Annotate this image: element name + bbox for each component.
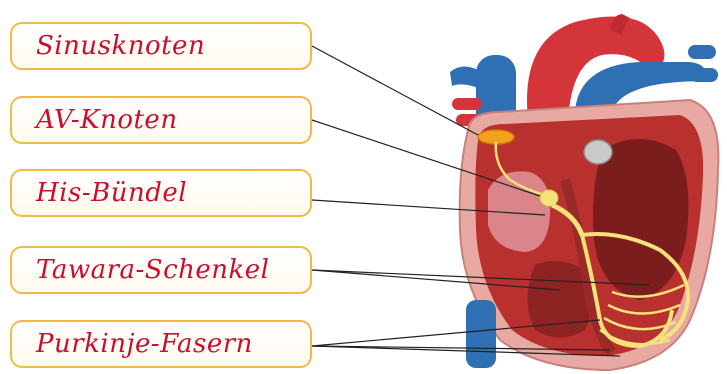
- label-av-knoten: AV-Knoten: [10, 96, 312, 144]
- label-his-buendel: His-Bündel: [10, 169, 312, 217]
- valve: [584, 140, 612, 164]
- pulmonary-vein-1: [452, 98, 482, 110]
- inferior-vena-cava: [466, 300, 496, 368]
- label-text-tawara-schenkel: Tawara-Schenkel: [36, 255, 270, 285]
- label-tawara-schenkel: Tawara-Schenkel: [10, 246, 312, 294]
- label-text-av-knoten: AV-Knoten: [36, 105, 178, 135]
- label-text-sinusknoten: Sinusknoten: [36, 31, 205, 61]
- leader-sinusknoten: [312, 46, 478, 135]
- label-text-purkinje-fasern: Purkinje-Fasern: [36, 329, 253, 359]
- sinus-node-mark: [478, 130, 514, 144]
- vein-branch-left: [450, 66, 478, 88]
- pulmonary-branch-bottom: [690, 68, 718, 82]
- label-text-his-buendel: His-Bündel: [36, 178, 187, 208]
- pulmonary-branch-top: [688, 45, 716, 59]
- av-node-mark: [540, 190, 558, 206]
- label-sinusknoten: Sinusknoten: [10, 22, 312, 70]
- label-purkinje-fasern: Purkinje-Fasern: [10, 320, 312, 368]
